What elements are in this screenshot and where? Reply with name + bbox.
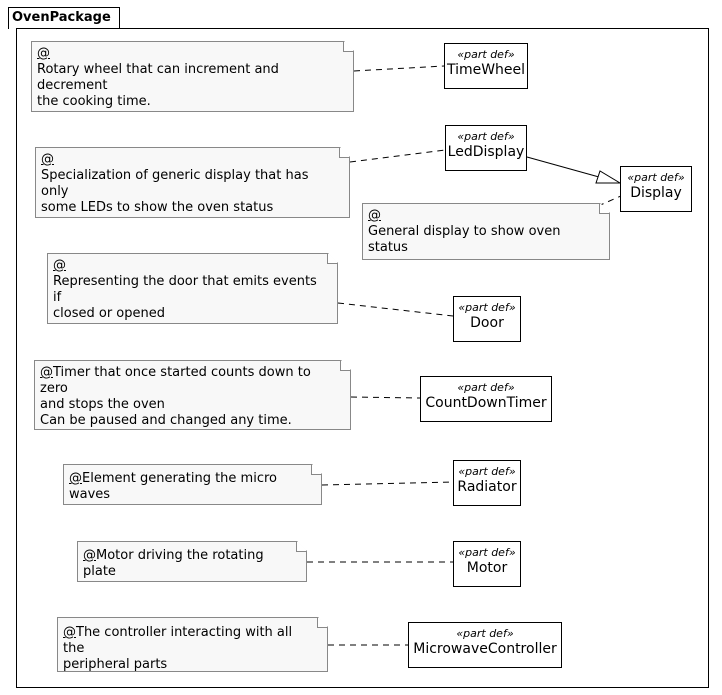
note-text: General display to show oven status — [368, 224, 565, 255]
note-marker: @ — [69, 471, 82, 486]
part-def-time-wheel[interactable]: «part def» TimeWheel — [444, 43, 528, 89]
package-frame — [16, 28, 709, 688]
note-marker: @ — [83, 548, 96, 563]
part-def-radiator[interactable]: «part def» Radiator — [453, 460, 521, 506]
note-fold-icon — [317, 618, 327, 628]
part-def-microwave-controller[interactable]: «part def» MicrowaveController — [408, 622, 562, 668]
note-text: Element generating the micro waves — [69, 471, 282, 502]
stereotype-label: «part def» — [458, 301, 516, 314]
note-led-display: @ Specialization of generic display that… — [35, 147, 350, 218]
stereotype-label: «part def» — [627, 171, 685, 184]
stereotype-label: «part def» — [458, 546, 516, 559]
generalization-arrowhead — [595, 170, 622, 184]
note-text: Rotary wheel that can increment and decr… — [37, 62, 279, 109]
part-name: Radiator — [457, 479, 517, 495]
note-fold-icon — [311, 465, 321, 475]
note-fold-icon — [599, 204, 609, 214]
note-marker: @ — [368, 208, 381, 223]
note-fold-icon — [343, 42, 353, 52]
part-name: Display — [630, 185, 682, 201]
note-text: Specialization of generic display that h… — [41, 168, 309, 215]
note-text: Representing the door that emits events … — [53, 274, 317, 321]
part-name: Motor — [466, 560, 508, 576]
note-link-led-display — [349, 149, 446, 163]
stereotype-label: «part def» — [457, 48, 515, 61]
note-link-countdown-timer — [350, 396, 421, 399]
note-motor: @Motor driving the rotating plate — [77, 541, 307, 582]
note-countdown-timer: @Timer that once started counts down to … — [34, 360, 351, 430]
part-name: TimeWheel — [446, 62, 526, 78]
package-name: OvenPackage — [12, 10, 111, 25]
note-marker: @ — [40, 365, 53, 380]
note-marker: @ — [53, 258, 66, 273]
note-time-wheel: @ Rotary wheel that can increment and de… — [31, 41, 354, 112]
part-name: LedDisplay — [447, 144, 525, 160]
note-fold-icon — [296, 542, 306, 552]
note-link-time-wheel — [353, 65, 445, 72]
note-microwave-controller: @The controller interacting with all the… — [57, 617, 328, 672]
note-link-display — [597, 195, 622, 207]
package-tab: OvenPackage — [8, 7, 120, 29]
note-marker: @ — [41, 152, 54, 167]
part-name: Door — [470, 315, 504, 331]
part-def-door[interactable]: «part def» Door — [453, 296, 521, 342]
note-marker: @ — [63, 625, 76, 640]
part-def-countdown-timer[interactable]: «part def» CountDownTimer — [420, 376, 552, 422]
note-link-door — [337, 302, 454, 317]
note-text: The controller interacting with all the … — [63, 625, 293, 672]
stereotype-label: «part def» — [458, 465, 516, 478]
note-text: Motor driving the rotating plate — [83, 548, 268, 579]
note-marker: @ — [37, 46, 50, 61]
note-door: @ Representing the door that emits event… — [47, 253, 338, 324]
note-text: Timer that once started counts down to z… — [40, 365, 311, 428]
note-fold-icon — [340, 361, 350, 371]
note-fold-icon — [339, 148, 349, 158]
note-radiator: @Element generating the micro waves — [63, 464, 322, 505]
stereotype-label: «part def» — [457, 381, 515, 394]
part-def-display[interactable]: «part def» Display — [620, 166, 692, 212]
part-name: CountDownTimer — [425, 395, 547, 411]
generalization-line — [526, 156, 600, 178]
part-def-motor[interactable]: «part def» Motor — [453, 541, 521, 587]
part-def-led-display[interactable]: «part def» LedDisplay — [445, 125, 527, 171]
note-display: @ General display to show oven status — [362, 203, 610, 260]
note-fold-icon — [327, 254, 337, 264]
stereotype-label: «part def» — [457, 130, 515, 143]
part-name: MicrowaveController — [413, 641, 557, 657]
stereotype-label: «part def» — [456, 627, 514, 640]
